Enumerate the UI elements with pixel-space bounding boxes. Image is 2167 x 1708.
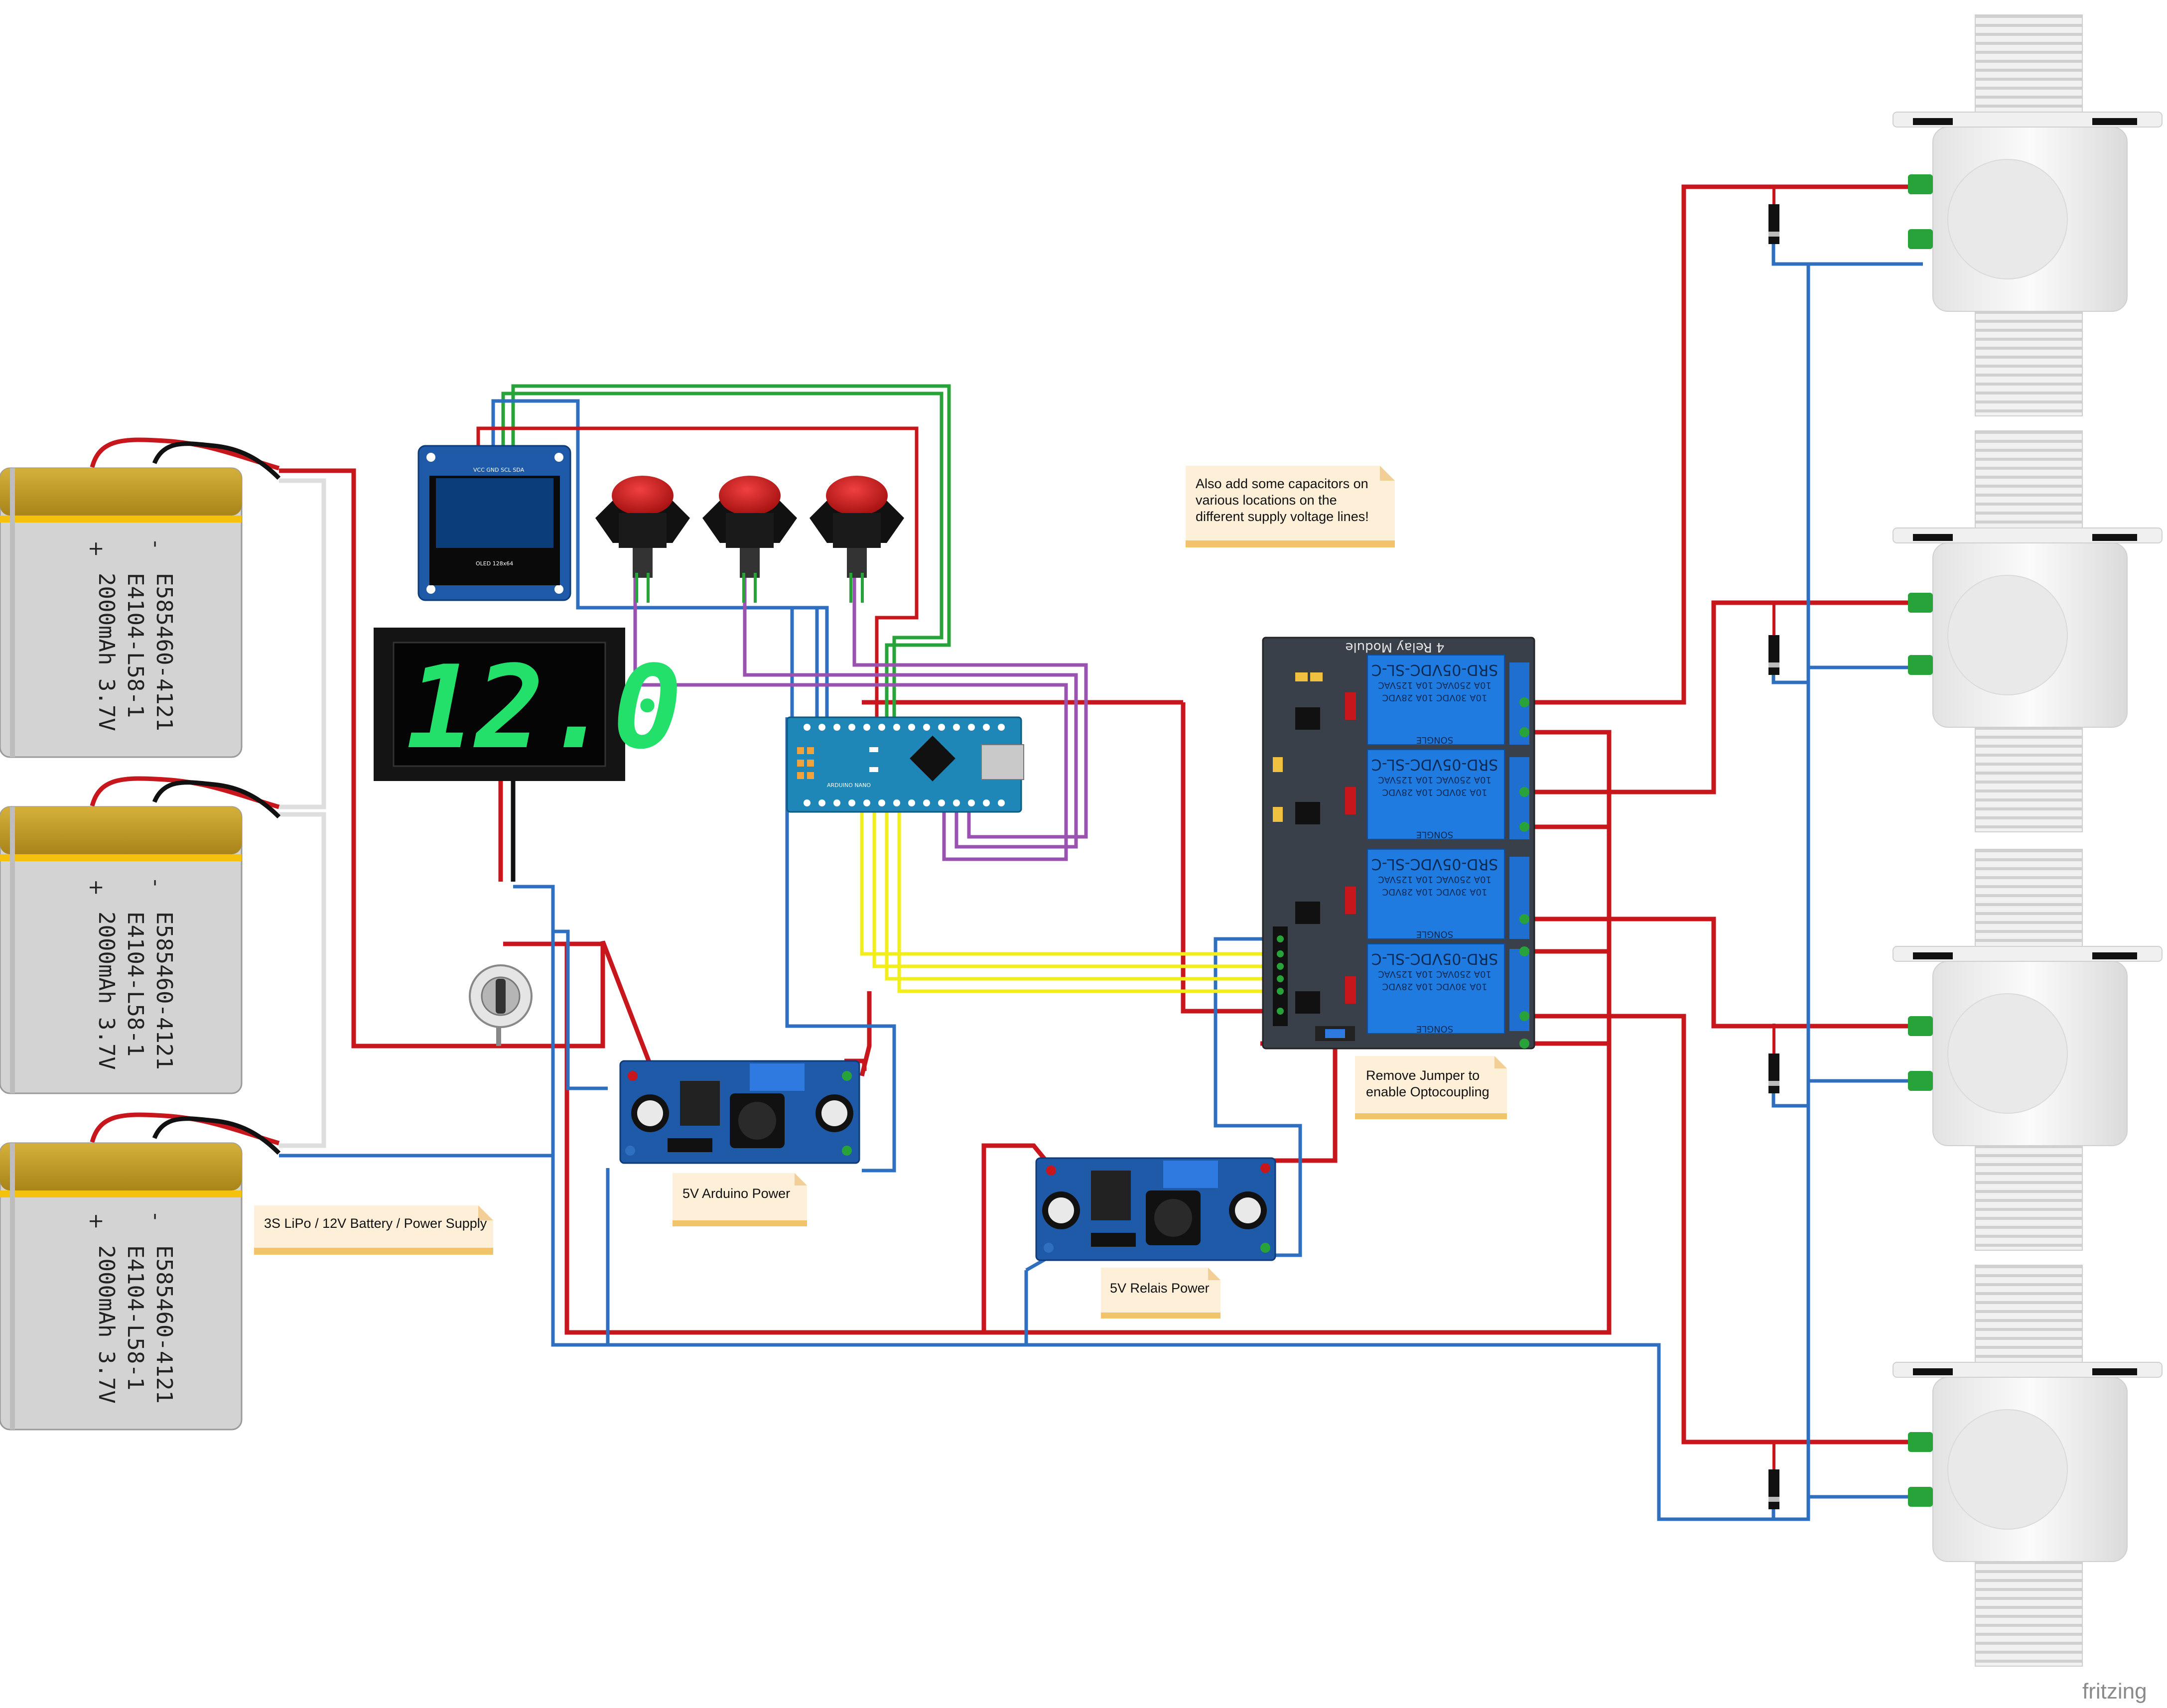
relay-1-rating-dc: 10A 30VDC 10A 28VDC [1382, 692, 1488, 703]
lipo-battery-1 [0, 437, 281, 758]
relay-screw-terminals [1509, 662, 1529, 1049]
push-button-1[interactable] [595, 476, 690, 603]
note-capacitors: Also add some capacitors on various loca… [1186, 466, 1395, 547]
relay-1-rating: 10A 250VAC 10A 125VAC [1378, 680, 1491, 690]
battery-1-labels: - + E585460-4121 E4104-L58-1 2000mAh 3.7… [85, 540, 177, 731]
blue-ground-wires [279, 239, 1923, 1521]
red-power-wires [279, 184, 1923, 1445]
battery-2-line3: 2000mAh 3.7V [94, 912, 119, 1070]
solenoid-valve-1 [1768, 14, 2163, 416]
power-switch[interactable] [469, 964, 533, 1046]
relay-3-brand: SONGLE [1416, 929, 1453, 939]
purple-button-wires [633, 573, 1088, 861]
push-button-2[interactable] [702, 476, 797, 603]
battery-2-minus: - [144, 879, 167, 886]
flyback-diode-2 [1768, 603, 1779, 675]
battery-3-line3: 2000mAh 3.7V [94, 1245, 119, 1404]
battery-2-plus: + [85, 879, 108, 896]
arduino-nano: ARDUINO NANO [786, 716, 1024, 813]
relay-2-rating: 10A 250VAC 10A 125VAC [1378, 775, 1491, 785]
lipo-battery-2 [0, 776, 281, 1094]
note-battery-supply: 3S LiPo / 12V Battery / Power Supply [254, 1205, 493, 1255]
relay-4-model: SRD-05VDC-SL-C [1371, 950, 1498, 967]
note-jumper: Remove Jumper to enable Optocoupling [1355, 1056, 1507, 1119]
relay-4-brand: SONGLE [1416, 1024, 1453, 1034]
relay-2: SRD-05VDC-SL-C 10A 250VAC 10A 125VAC 10A… [1367, 749, 1505, 840]
note-relais-power-text: 5V Relais Power [1110, 1281, 1210, 1296]
lipo-battery-3 [0, 1112, 281, 1431]
wires [279, 184, 1923, 1521]
push-button-3[interactable] [810, 476, 904, 603]
battery-pack [0, 437, 281, 1431]
relay-module: 4 Relay Module SRD-05VDC-SL-C 10A 250VAC… [1262, 637, 1535, 1050]
flyback-diode-3 [1768, 1024, 1779, 1093]
battery-2-line1: E585460-4121 [151, 912, 177, 1070]
note-capacitors-line3: different supply voltage lines! [1196, 509, 1369, 524]
battery-1-line2: E4104-L58-1 [123, 573, 148, 718]
relay-2-rating-dc: 10A 30VDC 10A 28VDC [1382, 787, 1488, 797]
relay-module-title: 4 Relay Module [1345, 640, 1444, 655]
relay-3-model: SRD-05VDC-SL-C [1371, 855, 1498, 873]
battery-3-line1: E585460-4121 [151, 1245, 177, 1404]
battery-1-line3: 2000mAh 3.7V [94, 573, 119, 731]
battery-2-labels: - + E585460-4121 E4104-L58-1 2000mAh 3.7… [85, 879, 177, 1070]
note-battery-supply-text: 3S LiPo / 12V Battery / Power Supply [264, 1216, 487, 1231]
oled-pin-labels: VCC GND SCL SDA [473, 467, 525, 473]
voltmeter-reading: 12.0 [406, 642, 682, 775]
note-relais-power: 5V Relais Power [1101, 1268, 1220, 1318]
relay-4-rating: 10A 250VAC 10A 125VAC [1378, 969, 1491, 979]
oled-caption: OLED 128x64 [476, 560, 513, 567]
relay-4: SRD-05VDC-SL-C 10A 250VAC 10A 125VAC 10A… [1367, 943, 1505, 1034]
buck-converter-relais [1035, 1157, 1276, 1261]
solenoid-valve-4 [1768, 1265, 2163, 1667]
relay-3-rating-dc: 10A 30VDC 10A 28VDC [1382, 887, 1488, 897]
solenoid-valve-2 [1768, 430, 2163, 832]
battery-1-line1: E585460-4121 [151, 573, 177, 731]
note-capacitors-line1: Also add some capacitors on [1196, 476, 1368, 491]
flyback-diode-4 [1768, 1442, 1779, 1509]
note-capacitors-line2: various locations on the [1196, 493, 1337, 508]
battery-1-minus: - [144, 540, 167, 547]
battery-3-line2: E4104-L58-1 [123, 1245, 148, 1390]
relay-driver-components [1273, 672, 1356, 1014]
relay-3: SRD-05VDC-SL-C 10A 250VAC 10A 125VAC 10A… [1367, 849, 1505, 939]
battery-series-wires [279, 478, 326, 1148]
voltmeter-display: 12.0 [374, 628, 682, 882]
yellow-relay-input-wires [860, 812, 1275, 993]
relay-4-rating-dc: 10A 30VDC 10A 28VDC [1382, 981, 1488, 992]
battery-3-plus: + [85, 1213, 108, 1230]
battery-1-plus: + [85, 540, 108, 557]
relay-1: SRD-05VDC-SL-C 10A 250VAC 10A 125VAC 10A… [1367, 655, 1505, 745]
battery-3-minus: - [144, 1213, 167, 1220]
battery-3-labels: - + E585460-4121 E4104-L58-1 2000mAh 3.7… [85, 1213, 177, 1404]
flyback-diode-1 [1768, 187, 1779, 244]
relay-1-model: SRD-05VDC-SL-C [1371, 661, 1498, 678]
relay-2-model: SRD-05VDC-SL-C [1371, 756, 1498, 773]
battery-2-line2: E4104-L58-1 [123, 912, 148, 1056]
green-i2c-wires [501, 384, 951, 722]
buck-converter-arduino [619, 1060, 860, 1164]
fritzing-brand: fritzing [2082, 1679, 2147, 1704]
note-arduino-power: 5V Arduino Power [673, 1173, 807, 1226]
solenoid-valve-3 [1768, 849, 2163, 1251]
arduino-name: ARDUINO NANO [827, 782, 871, 788]
oled-display: VCC GND SCL SDA OLED 128x64 [417, 445, 571, 601]
relay-1-brand: SONGLE [1416, 735, 1453, 745]
note-jumper-line1: Remove Jumper to [1366, 1068, 1480, 1083]
relay-2-brand: SONGLE [1416, 829, 1453, 840]
relay-3-rating: 10A 250VAC 10A 125VAC [1378, 874, 1491, 885]
note-arduino-power-text: 5V Arduino Power [682, 1186, 790, 1201]
note-jumper-line2: enable Optocoupling [1366, 1084, 1490, 1099]
